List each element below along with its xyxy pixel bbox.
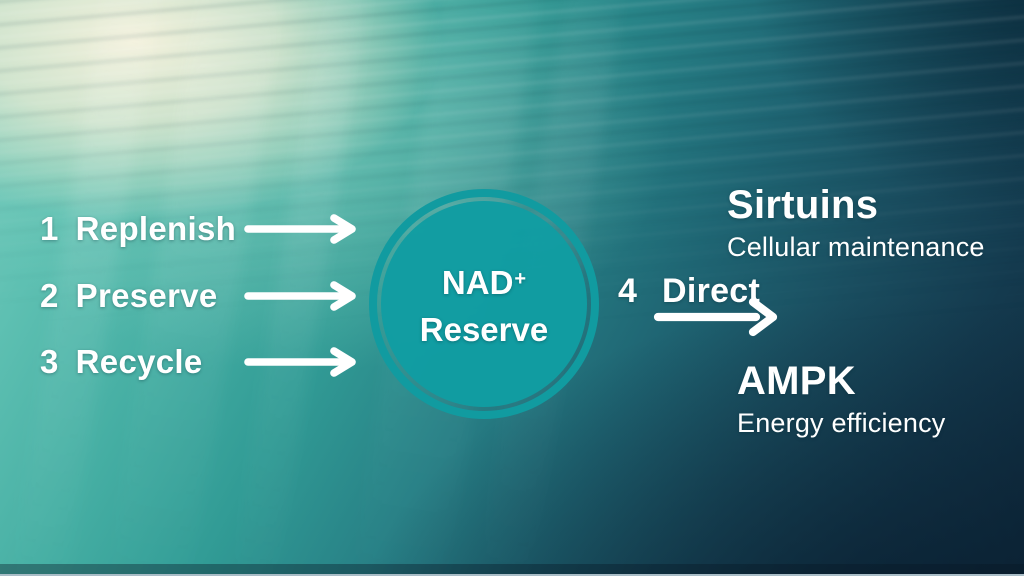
plus-superscript: + (514, 267, 527, 290)
photo-bottom-edge-line (0, 574, 1024, 576)
arrow-right-icon (653, 297, 778, 337)
output-subtitle: Energy efficiency (737, 408, 946, 438)
arrow-right-icon (244, 214, 356, 244)
hub-line-1: NAD+ (441, 263, 527, 301)
output-sirtuins: Sirtuins Cellular maintenance (727, 182, 985, 263)
output-title: AMPK (737, 359, 856, 403)
step-label: Preserve (75, 277, 218, 314)
input-row-replenish: 1 Replenish (40, 209, 236, 249)
arrow-right-icon (244, 347, 356, 377)
step-number: 3 (40, 343, 59, 380)
output-subtitle: Cellular maintenance (727, 232, 985, 262)
step-number: 4 (618, 272, 638, 310)
step-label: Recycle (75, 343, 203, 380)
output-title: Sirtuins (727, 183, 879, 227)
step-label: Replenish (75, 210, 237, 247)
step-number: 1 (40, 210, 59, 247)
direct-row: 4 Direct (618, 272, 760, 311)
arrow-right-icon (244, 281, 356, 311)
input-row-preserve: 2 Preserve (40, 276, 218, 316)
photo-bottom-shade (0, 564, 1024, 574)
step-label: Direct (661, 272, 761, 310)
output-ampk: AMPK Energy efficiency (737, 358, 946, 439)
input-row-recycle: 3 Recycle (40, 342, 203, 382)
nad-reserve-ring (369, 189, 599, 419)
hub-line-2: Reserve (419, 310, 549, 348)
step-number: 2 (40, 277, 59, 314)
nad-reserve-hub: NAD+ Reserve (381, 201, 587, 407)
